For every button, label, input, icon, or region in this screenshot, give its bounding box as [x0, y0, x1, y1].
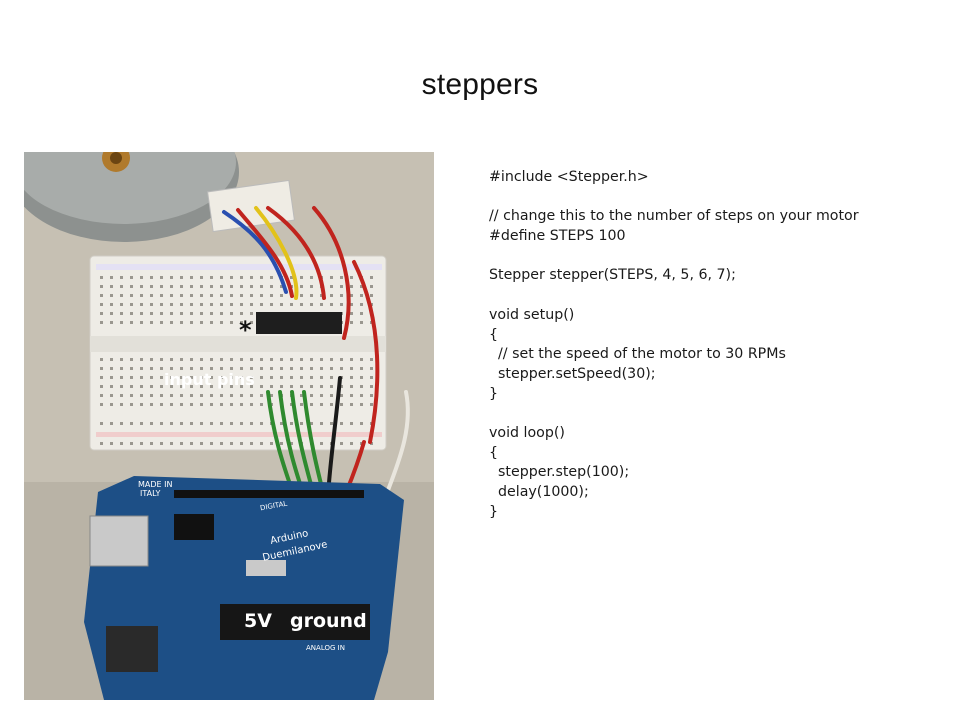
code-line: #define STEPS 100	[489, 228, 626, 245]
code-line: // set the speed of the motor to 30 RPMs	[489, 346, 786, 363]
input-pins-label: input pins	[164, 370, 255, 389]
code-line: // change this to the number of steps on…	[489, 208, 859, 225]
code-line: stepper.step(100);	[489, 464, 630, 481]
five-volt-label: 5V	[244, 610, 272, 632]
code-line: void loop()	[489, 424, 565, 441]
code-line: stepper.setSpeed(30);	[489, 365, 656, 382]
code-line: #include <Stepper.h>	[489, 169, 649, 185]
code-line: }	[489, 503, 499, 520]
code-listing: #include <Stepper.h> // change this to th…	[489, 168, 949, 522]
asterisk-marker: *	[239, 316, 252, 344]
code-line: {	[489, 444, 499, 461]
arduino-board	[84, 476, 404, 700]
italy-print: ITALY	[140, 489, 161, 498]
made-in-print: MADE IN	[138, 480, 173, 489]
code-line	[489, 404, 949, 424]
code-line: delay(1000);	[489, 484, 589, 500]
code-line: {	[489, 326, 499, 343]
arduino-stepper-photo: input pins * 5V ground MADE IN ITALY Ard…	[24, 152, 434, 700]
code-line: Stepper stepper(STEPS, 4, 5, 6, 7);	[489, 267, 736, 284]
code-line: }	[489, 385, 499, 402]
code-line	[489, 286, 949, 306]
code-line	[489, 188, 949, 208]
stepper-motor	[24, 152, 239, 242]
code-line	[489, 247, 949, 267]
slide-title: steppers	[421, 68, 539, 101]
analog-in-print: ANALOG IN	[306, 644, 345, 652]
ground-label: ground	[290, 610, 367, 632]
code-line: void setup()	[489, 306, 575, 323]
